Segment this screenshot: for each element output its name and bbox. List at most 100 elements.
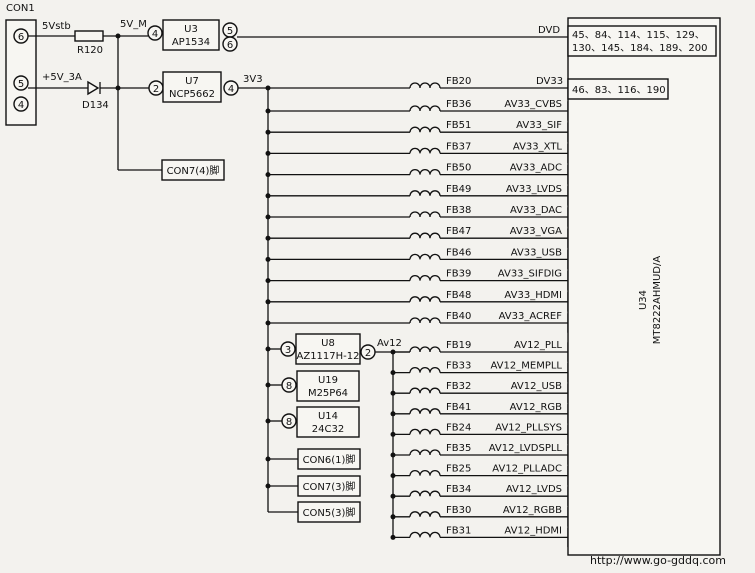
u8-name: U8 <box>321 338 335 349</box>
con7-4-box <box>161 159 225 181</box>
av12-rail-junction <box>390 411 396 417</box>
av12-rail-ferrite-bead <box>409 428 441 435</box>
dvd-pins-line2: 130、145、184、189、200 <box>572 43 707 54</box>
u19-body <box>296 370 360 402</box>
av33-rail-ferrite-bead <box>409 253 441 260</box>
av12-rail-ferrite-bead <box>409 408 441 414</box>
av12-rail-junction <box>390 534 396 540</box>
av12-rail-ferrite-bead <box>409 511 441 517</box>
av12-rail-fb-label: FB30 <box>446 505 471 516</box>
av12-rail-net-label: AV12_PLLADC <box>492 464 562 475</box>
av33-rail-ferrite-bead <box>409 211 441 218</box>
av12-rail-fb-label: FB25 <box>446 464 471 475</box>
av12-rail-ferrite-bead <box>409 449 441 456</box>
av33-rail-junction <box>265 214 271 220</box>
av33-rail-fb-label: FB40 <box>446 311 471 322</box>
av12-rail-junction <box>390 349 396 355</box>
av33-rail-ferrite-bead <box>409 126 441 133</box>
av33-rail-fb-label: FB51 <box>446 120 471 131</box>
u8-pin3-marker <box>280 341 296 357</box>
u8-pin3: 3 <box>285 345 291 356</box>
av12-rail-ferrite-bead <box>409 367 441 373</box>
av33-rail-fb-label: FB36 <box>446 99 471 110</box>
av33-rail-junction <box>265 150 271 156</box>
av12-rail-fb-label: FB34 <box>446 484 471 495</box>
u8-body <box>295 333 361 365</box>
u14-body <box>296 406 360 438</box>
av12-rail-net-label: AV12_USB <box>511 381 562 392</box>
r120-resistor <box>74 30 104 42</box>
junction-dv33 <box>265 85 271 91</box>
u3-name: U3 <box>184 24 198 35</box>
u34-part: MT8222AHMUD/A <box>652 256 663 345</box>
u7-body <box>162 71 222 103</box>
av12-rail-fb-label: FB31 <box>446 525 471 536</box>
u14-pin8-marker <box>281 413 297 429</box>
con1-pin4: 4 <box>18 100 24 111</box>
con7-3-box <box>297 475 361 497</box>
av12-rail-junction <box>390 473 396 479</box>
con1-pin5-marker <box>13 75 29 91</box>
av12-rail-net-label: AV12_PLL <box>514 340 562 351</box>
dvd-pins-line1: 45、84、114、115、129、 <box>572 30 705 41</box>
d134-label: D134 <box>82 100 109 111</box>
av33-rail-ferrite-bead <box>409 105 441 112</box>
av33-rail-ferrite-bead <box>409 317 441 324</box>
junction-u14 <box>265 418 271 424</box>
dv33-pins: 46、83、116、190 <box>572 85 666 96</box>
av12-rail-ferrite-bead <box>409 470 441 476</box>
av33-rail-ferrite-bead <box>409 169 441 175</box>
av33-rail-junction <box>265 235 271 241</box>
av12-rail-junction <box>390 452 396 458</box>
av33-rail-junction <box>265 193 271 199</box>
av33-rail-net-label: AV33_SIF <box>516 120 562 131</box>
av12-rail-junction <box>390 514 396 520</box>
av33-rail-fb-label: FB46 <box>446 247 471 258</box>
av33-rail-fb-label: FB47 <box>446 226 471 237</box>
u8-part: AZ1117H-12 <box>297 351 360 362</box>
av33-rail-ferrite-bead <box>409 232 441 239</box>
u7-part: NCP5662 <box>169 89 215 100</box>
av12-rail-junction <box>390 390 396 396</box>
junction-d134 <box>115 85 121 91</box>
av33-rail-fb-label: FB49 <box>446 184 471 195</box>
fb20-bead <box>409 82 441 89</box>
av33-rail-junction <box>265 129 271 135</box>
av33-rail-fb-label: FB38 <box>446 205 471 216</box>
con5-3-label: CON5(3)脚 <box>303 506 356 519</box>
av33-rail-fb-label: FB37 <box>446 141 471 152</box>
av12-rail-fb-label: FB33 <box>446 361 471 372</box>
av33-rail-net-label: AV33_ADC <box>510 163 562 174</box>
watermark: http://www.go-gddq.com <box>590 554 726 567</box>
r120-label: R120 <box>77 45 103 56</box>
av33-rail-net-label: AV33_DAC <box>510 205 562 216</box>
con1-pin6: 6 <box>18 32 24 43</box>
u3-body <box>162 19 220 51</box>
junction-u19 <box>265 382 271 388</box>
u19-pin8-marker <box>281 377 297 393</box>
av12-rail-net-label: AV12_LVDS <box>506 484 562 495</box>
con1-pin5: 5 <box>18 79 24 90</box>
con1-pin4-marker <box>13 96 29 112</box>
fb20-label: FB20 <box>446 76 471 87</box>
u7-pin2: 2 <box>153 84 159 95</box>
av33-rail-net-label: AV33_SIFDIG <box>498 269 562 280</box>
av33-rail-fb-label: FB50 <box>446 163 471 174</box>
u8-pin2: 2 <box>365 348 371 359</box>
dv33-pin-box <box>567 78 669 100</box>
av12-rail-junction <box>390 431 396 437</box>
con5-3-box <box>297 501 361 523</box>
u34-body <box>567 17 721 556</box>
junction-con7-3 <box>265 483 271 489</box>
av33-rail-junction <box>265 299 271 305</box>
u14-part: 24C32 <box>312 424 344 435</box>
av33-rail-fb-label: FB39 <box>446 269 471 280</box>
net-3v3-label: 3V3 <box>243 74 263 85</box>
u3-pin6: 6 <box>227 40 233 51</box>
av12-rail-ferrite-bead <box>409 346 441 353</box>
u3-part: AP1534 <box>172 37 210 48</box>
av12-rail-junction <box>390 370 396 376</box>
av12-rail-ferrite-bead <box>409 531 441 538</box>
av12-rail-net-label: AV12_LVDSPLL <box>489 443 563 454</box>
